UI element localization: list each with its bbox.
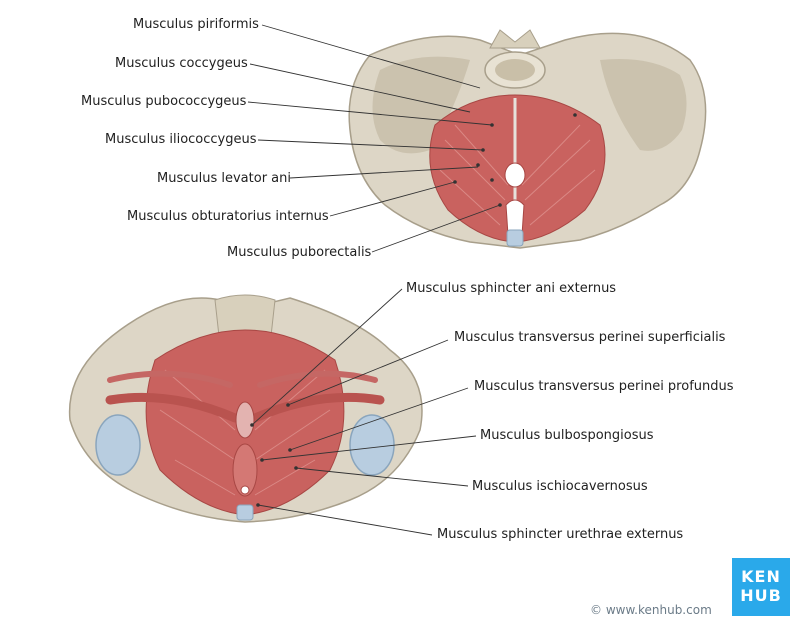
label-iliococcygeus: Musculus iliococcygeus — [105, 132, 257, 147]
label-coccygeus: Musculus coccygeus — [115, 56, 248, 71]
label-pubococcygeus: Musculus pubococcygeus — [81, 94, 247, 109]
logo-line-2: HUB — [740, 586, 782, 605]
label-transversus-perinei-profundus: Musculus transversus perinei profundus — [474, 379, 734, 394]
leader-lines — [247, 24, 501, 536]
bottom-pelvis-illustration — [68, 294, 423, 523]
kenhub-logo[interactable]: KEN HUB — [732, 558, 790, 616]
logo-line-1: KEN — [741, 567, 781, 586]
label-levator-ani: Musculus levator ani — [157, 171, 291, 186]
label-transversus-perinei-superficialis: Musculus transversus perinei superficial… — [454, 330, 726, 345]
label-sphincter-urethrae-externus: Musculus sphincter urethrae externus — [437, 527, 684, 542]
label-ischiocavernosus: Musculus ischiocavernosus — [472, 479, 648, 494]
top-pelvis-illustration — [348, 29, 707, 249]
label-bulbospongiosus: Musculus bulbospongiosus — [480, 428, 654, 443]
label-piriformis: Musculus piriformis — [133, 17, 259, 32]
label-sphincter-ani-externus: Musculus sphincter ani externus — [406, 281, 617, 296]
copyright-text: © www.kenhub.com — [590, 603, 712, 617]
label-obturatorius-internus: Musculus obturatorius internus — [127, 209, 329, 224]
label-puborectalis: Musculus puborectalis — [227, 245, 372, 260]
